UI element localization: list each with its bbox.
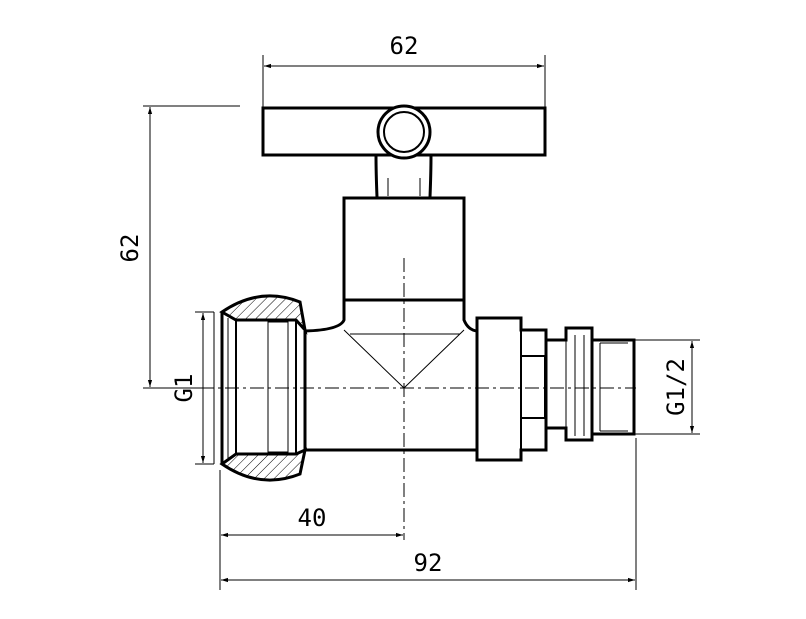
outlet-thread-label: G1/2 (662, 358, 690, 416)
inlet-to-axis-label: 40 (298, 504, 327, 532)
dimension-lines (147, 63, 695, 583)
height-label: 62 (116, 234, 144, 263)
outlet-hex-nut (475, 316, 548, 462)
t-handle (261, 104, 547, 198)
overall-length-label: 92 (414, 549, 443, 577)
inlet-thread-label: G1 (170, 374, 198, 403)
inlet-nut-section (213, 294, 308, 482)
bonnet (342, 196, 466, 302)
handle-width-label: 62 (390, 32, 419, 60)
outlet-thread (546, 326, 636, 442)
valve-body (303, 300, 478, 452)
extension-lines (143, 55, 700, 590)
center-lines (200, 258, 636, 540)
